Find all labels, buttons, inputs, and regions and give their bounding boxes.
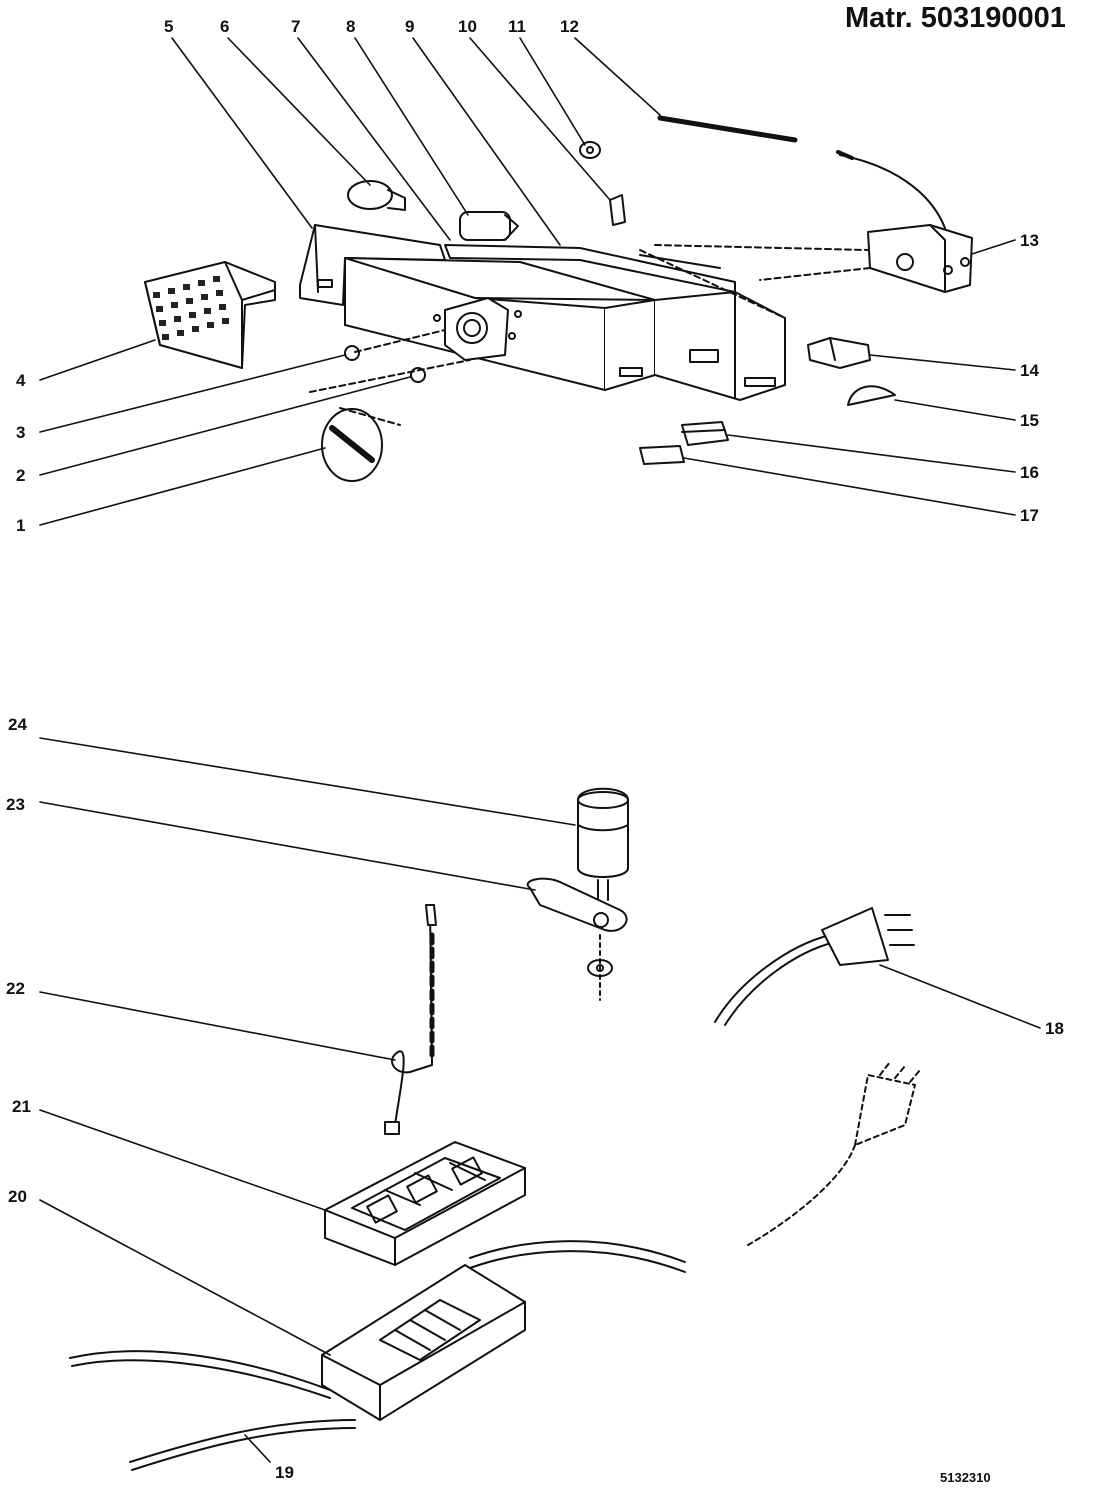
- callout-6: 6: [220, 17, 230, 36]
- part-13-thermostat: [654, 150, 973, 293]
- callout-4: 4: [16, 371, 26, 390]
- part-22-wire: [384, 904, 437, 1135]
- callout-18: 18: [1045, 1019, 1064, 1038]
- part-18-power-cord: [714, 907, 915, 1026]
- part-23-mounting-plate: [526, 877, 628, 932]
- callout-8: 8: [346, 17, 356, 36]
- part-12-capillary-tube: [657, 115, 798, 143]
- part-10-clip: [609, 194, 626, 226]
- part-4-perforated-cover: [144, 261, 276, 369]
- callout-13: 13: [1020, 231, 1039, 250]
- callout-15: 15: [1020, 411, 1039, 430]
- callout-23: 23: [6, 795, 25, 814]
- thermostat-shaft-boss: [433, 297, 522, 361]
- callout-5: 5: [164, 17, 174, 36]
- part-24-capacitor: [577, 787, 629, 901]
- callout-22: 22: [6, 979, 25, 998]
- part-1-knob: [321, 407, 401, 482]
- fastening-nut: [587, 934, 613, 1001]
- part-14-switch: [807, 337, 871, 369]
- alternate-power-cord: [747, 1061, 921, 1246]
- callout-11: 11: [508, 17, 526, 36]
- callout-10: 10: [458, 17, 477, 36]
- part-21-terminal-cover: [324, 1141, 526, 1266]
- callout-20: 20: [8, 1187, 27, 1206]
- callout-24: 24: [8, 715, 27, 734]
- callout-21: 21: [12, 1097, 31, 1116]
- callout-14: 14: [1020, 361, 1039, 380]
- callout-12: 12: [560, 17, 579, 36]
- part-11-nut: [579, 141, 601, 159]
- callout-16: 16: [1020, 463, 1039, 482]
- part-15-lens: [847, 385, 896, 406]
- leader-lines-lower: [39, 737, 1041, 1463]
- callout-17: 17: [1020, 506, 1039, 525]
- leader-lines-upper: [39, 37, 1016, 526]
- part-16-button: [681, 421, 729, 446]
- rear-housing: [639, 249, 786, 401]
- callout-2: 2: [16, 466, 26, 485]
- callout-9: 9: [405, 17, 415, 36]
- material-number-title: Matr. 503190001: [845, 2, 1066, 34]
- callout-3: 3: [16, 423, 26, 442]
- drawing-number: 5132310: [940, 1470, 991, 1485]
- callout-7: 7: [291, 17, 301, 36]
- callout-1: 1: [16, 516, 26, 535]
- part-3-cap: [344, 345, 360, 361]
- callout-19: 19: [275, 1463, 294, 1482]
- part-20-terminal-base: [321, 1240, 686, 1421]
- part-6-lamp-bulb: [347, 180, 406, 211]
- part-19-lead-wires: [69, 1350, 356, 1471]
- part-17-cap: [639, 445, 685, 465]
- part-8-lamp-holder: [459, 211, 519, 241]
